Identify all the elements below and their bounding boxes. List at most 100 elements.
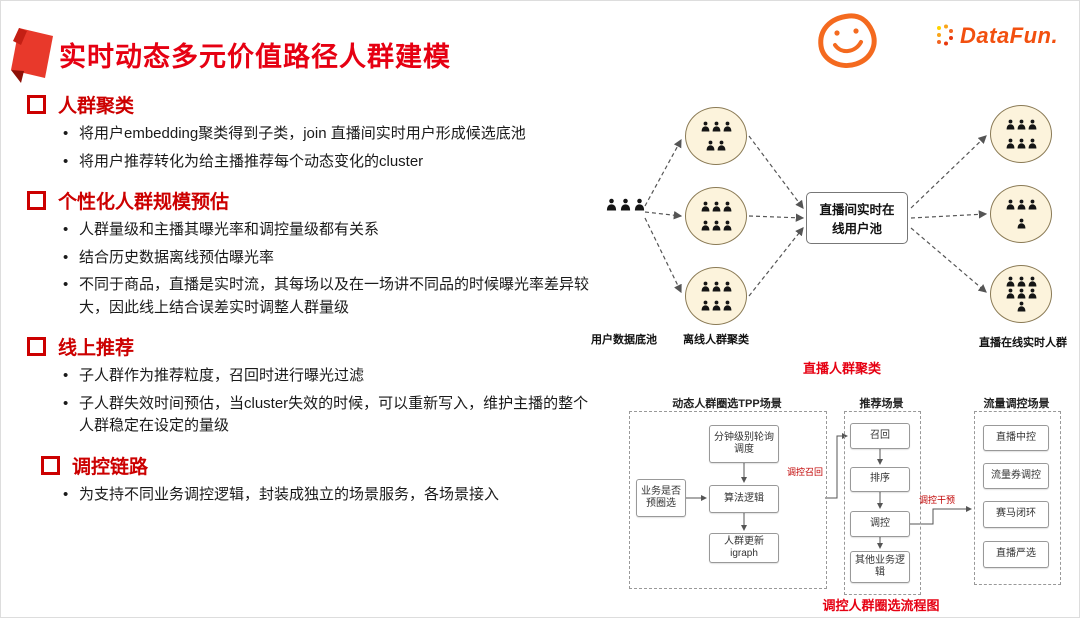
cluster-diagram-caption: 直播人群聚类 <box>803 361 882 376</box>
live-central-control-box: 直播中控 <box>983 425 1049 451</box>
datafun-logo-mark <box>937 24 953 46</box>
person-icon <box>1006 276 1014 287</box>
bullet-item: 为支持不同业务调控逻辑，封装成独立的场景服务，各场景接入 <box>63 484 597 507</box>
section-heading-label: 人群聚类 <box>58 96 135 117</box>
person-icon <box>706 140 715 151</box>
content-column: 人群聚类 将用户embedding聚类得到子类，join 直播间实时用户形成候选… <box>27 77 597 511</box>
person-icon <box>1006 289 1014 300</box>
live-strict-selection-box: 直播严选 <box>983 541 1049 568</box>
person-icon <box>723 201 731 212</box>
offline-cluster-ellipse <box>685 267 747 325</box>
person-icon <box>1017 289 1025 300</box>
crowd-update-box: 人群更新igraph <box>709 533 779 563</box>
bullet-item: 不同于商品，直播是实时流，其每场以及在一场讲不同品的时候曝光率差异较大，因此线上… <box>63 274 597 319</box>
person-icon <box>712 220 720 231</box>
horse-racing-loop-box: 赛马闭环 <box>983 501 1049 528</box>
live-room-realtime-user-pool-box: 直播间实时在线用户池 <box>806 192 908 244</box>
ranking-box: 排序 <box>850 467 910 492</box>
red-square-bullet-icon <box>27 95 46 114</box>
person-icon <box>620 198 631 211</box>
person-icon <box>701 300 709 311</box>
person-icon <box>1017 119 1025 130</box>
recall-box: 召回 <box>850 423 910 449</box>
bullet-item: 人群量级和主播其曝光率和调控量级都有关系 <box>63 219 597 242</box>
live-crowd-clustering-diagram: 直播间实时在线用户池 用户数据底池 离线人群聚类 直播在线实时人群 直播人群聚类 <box>591 96 1079 381</box>
alibaba-logo-icon <box>813 9 881 80</box>
bullet-list: 为支持不同业务调控逻辑，封装成独立的场景服务，各场景接入 <box>27 484 597 507</box>
schedule-box: 分钟级别轮询调度 <box>709 425 779 463</box>
red-square-bullet-icon <box>41 455 60 475</box>
person-icon <box>1028 199 1036 210</box>
tpp-scene-container <box>629 411 827 589</box>
person-icon <box>701 201 709 212</box>
offline-cluster-ellipse <box>685 107 747 165</box>
bullet-item: 将用户推荐转化为给主播推荐每个动态变化的cluster <box>63 151 597 174</box>
bullet-list: 子人群作为推荐粒度，召回时进行曝光过滤 子人群失效时间预估，当cluster失效… <box>27 365 597 438</box>
offline-cluster-ellipse <box>685 187 747 245</box>
online-crowd-ellipse <box>990 265 1052 323</box>
person-icon <box>1017 199 1025 210</box>
person-icon <box>712 121 720 132</box>
person-icon <box>1028 289 1036 300</box>
online-crowd-ellipse <box>990 185 1052 243</box>
person-icon <box>712 281 720 292</box>
bullet-item: 将用户embedding聚类得到子类，join 直播间实时用户形成候选底池 <box>63 123 597 146</box>
recommendation-scene-title: 推荐场景 <box>859 398 904 410</box>
red-square-bullet-icon <box>27 191 46 210</box>
person-icon <box>723 220 731 231</box>
person-icon <box>723 121 731 132</box>
flowchart-caption: 调控人群圈选流程图 <box>822 598 940 613</box>
control-box: 调控 <box>850 511 910 537</box>
person-icon <box>1017 138 1025 149</box>
title-ribbon-decoration <box>7 23 57 90</box>
bullet-list: 人群量级和主播其曝光率和调控量级都有关系 结合历史数据离线预估曝光率 不同于商品… <box>27 219 597 319</box>
person-icon <box>1028 119 1036 130</box>
control-intervene-arrow-label: 调控干预 <box>919 495 956 505</box>
person-icon <box>701 121 709 132</box>
traffic-control-scene-title: 流量调控场景 <box>983 398 1050 410</box>
person-icon <box>1006 119 1014 130</box>
person-icon <box>723 300 731 311</box>
algorithm-box: 算法逻辑 <box>709 485 779 513</box>
traffic-control-scene-container <box>974 411 1061 585</box>
person-icon <box>1017 276 1025 287</box>
online-realtime-crowd-label: 直播在线实时人群 <box>979 337 1067 349</box>
person-icon <box>712 201 720 212</box>
person-icon <box>701 281 709 292</box>
person-icon <box>1006 199 1014 210</box>
recommendation-scene-container <box>844 411 921 595</box>
person-icon <box>1028 138 1036 149</box>
person-icon <box>1017 301 1025 312</box>
traffic-coupon-box: 流量券调控 <box>983 463 1049 489</box>
person-icon <box>723 281 731 292</box>
bullet-item: 结合历史数据离线预估曝光率 <box>63 247 597 270</box>
datafun-logo: DataFun. <box>936 23 1058 49</box>
control-recall-arrow-label: 调控召回 <box>787 467 824 477</box>
person-icon <box>1017 218 1025 229</box>
person-icon <box>634 198 645 211</box>
section-heading-label: 个性化人群规模预估 <box>58 192 230 213</box>
red-square-bullet-icon <box>27 337 46 356</box>
online-crowd-ellipse <box>990 105 1052 163</box>
section-heading-online-recommendation: 线上推荐 <box>27 333 597 360</box>
person-icon <box>1006 138 1014 149</box>
section-heading-label: 调控链路 <box>72 456 149 478</box>
section-heading-crowd-clustering: 人群聚类 <box>27 91 597 118</box>
datafun-logo-text: DataFun. <box>960 23 1059 48</box>
section-heading-control-link: 调控链路 <box>41 452 597 479</box>
offline-clustering-label: 离线人群聚类 <box>683 334 749 346</box>
person-icon <box>717 140 726 151</box>
bullet-item: 子人群失效时间预估，当cluster失效的时候，可以重新写入，维护主播的整个人群… <box>63 393 597 438</box>
page-title: 实时动态多元价值路径人群建模 <box>59 42 451 72</box>
precheck-box: 业务是否预圈选 <box>636 479 686 517</box>
bullet-item: 子人群作为推荐粒度，召回时进行曝光过滤 <box>63 365 597 388</box>
tpp-scene-title: 动态人群圈选TPP场景 <box>672 398 782 410</box>
user-data-pool-label: 用户数据底池 <box>591 334 657 346</box>
person-icon <box>701 220 709 231</box>
control-crowd-selection-flowchart: 动态人群圈选TPP场景 业务是否预圈选 分钟级别轮询调度 算法逻辑 人群更新ig… <box>621 389 1079 617</box>
bullet-list: 将用户embedding聚类得到子类，join 直播间实时用户形成候选底池 将用… <box>27 123 597 173</box>
person-icon <box>1028 276 1036 287</box>
user-data-pool-people-icons <box>605 198 646 211</box>
person-icon <box>606 198 617 211</box>
